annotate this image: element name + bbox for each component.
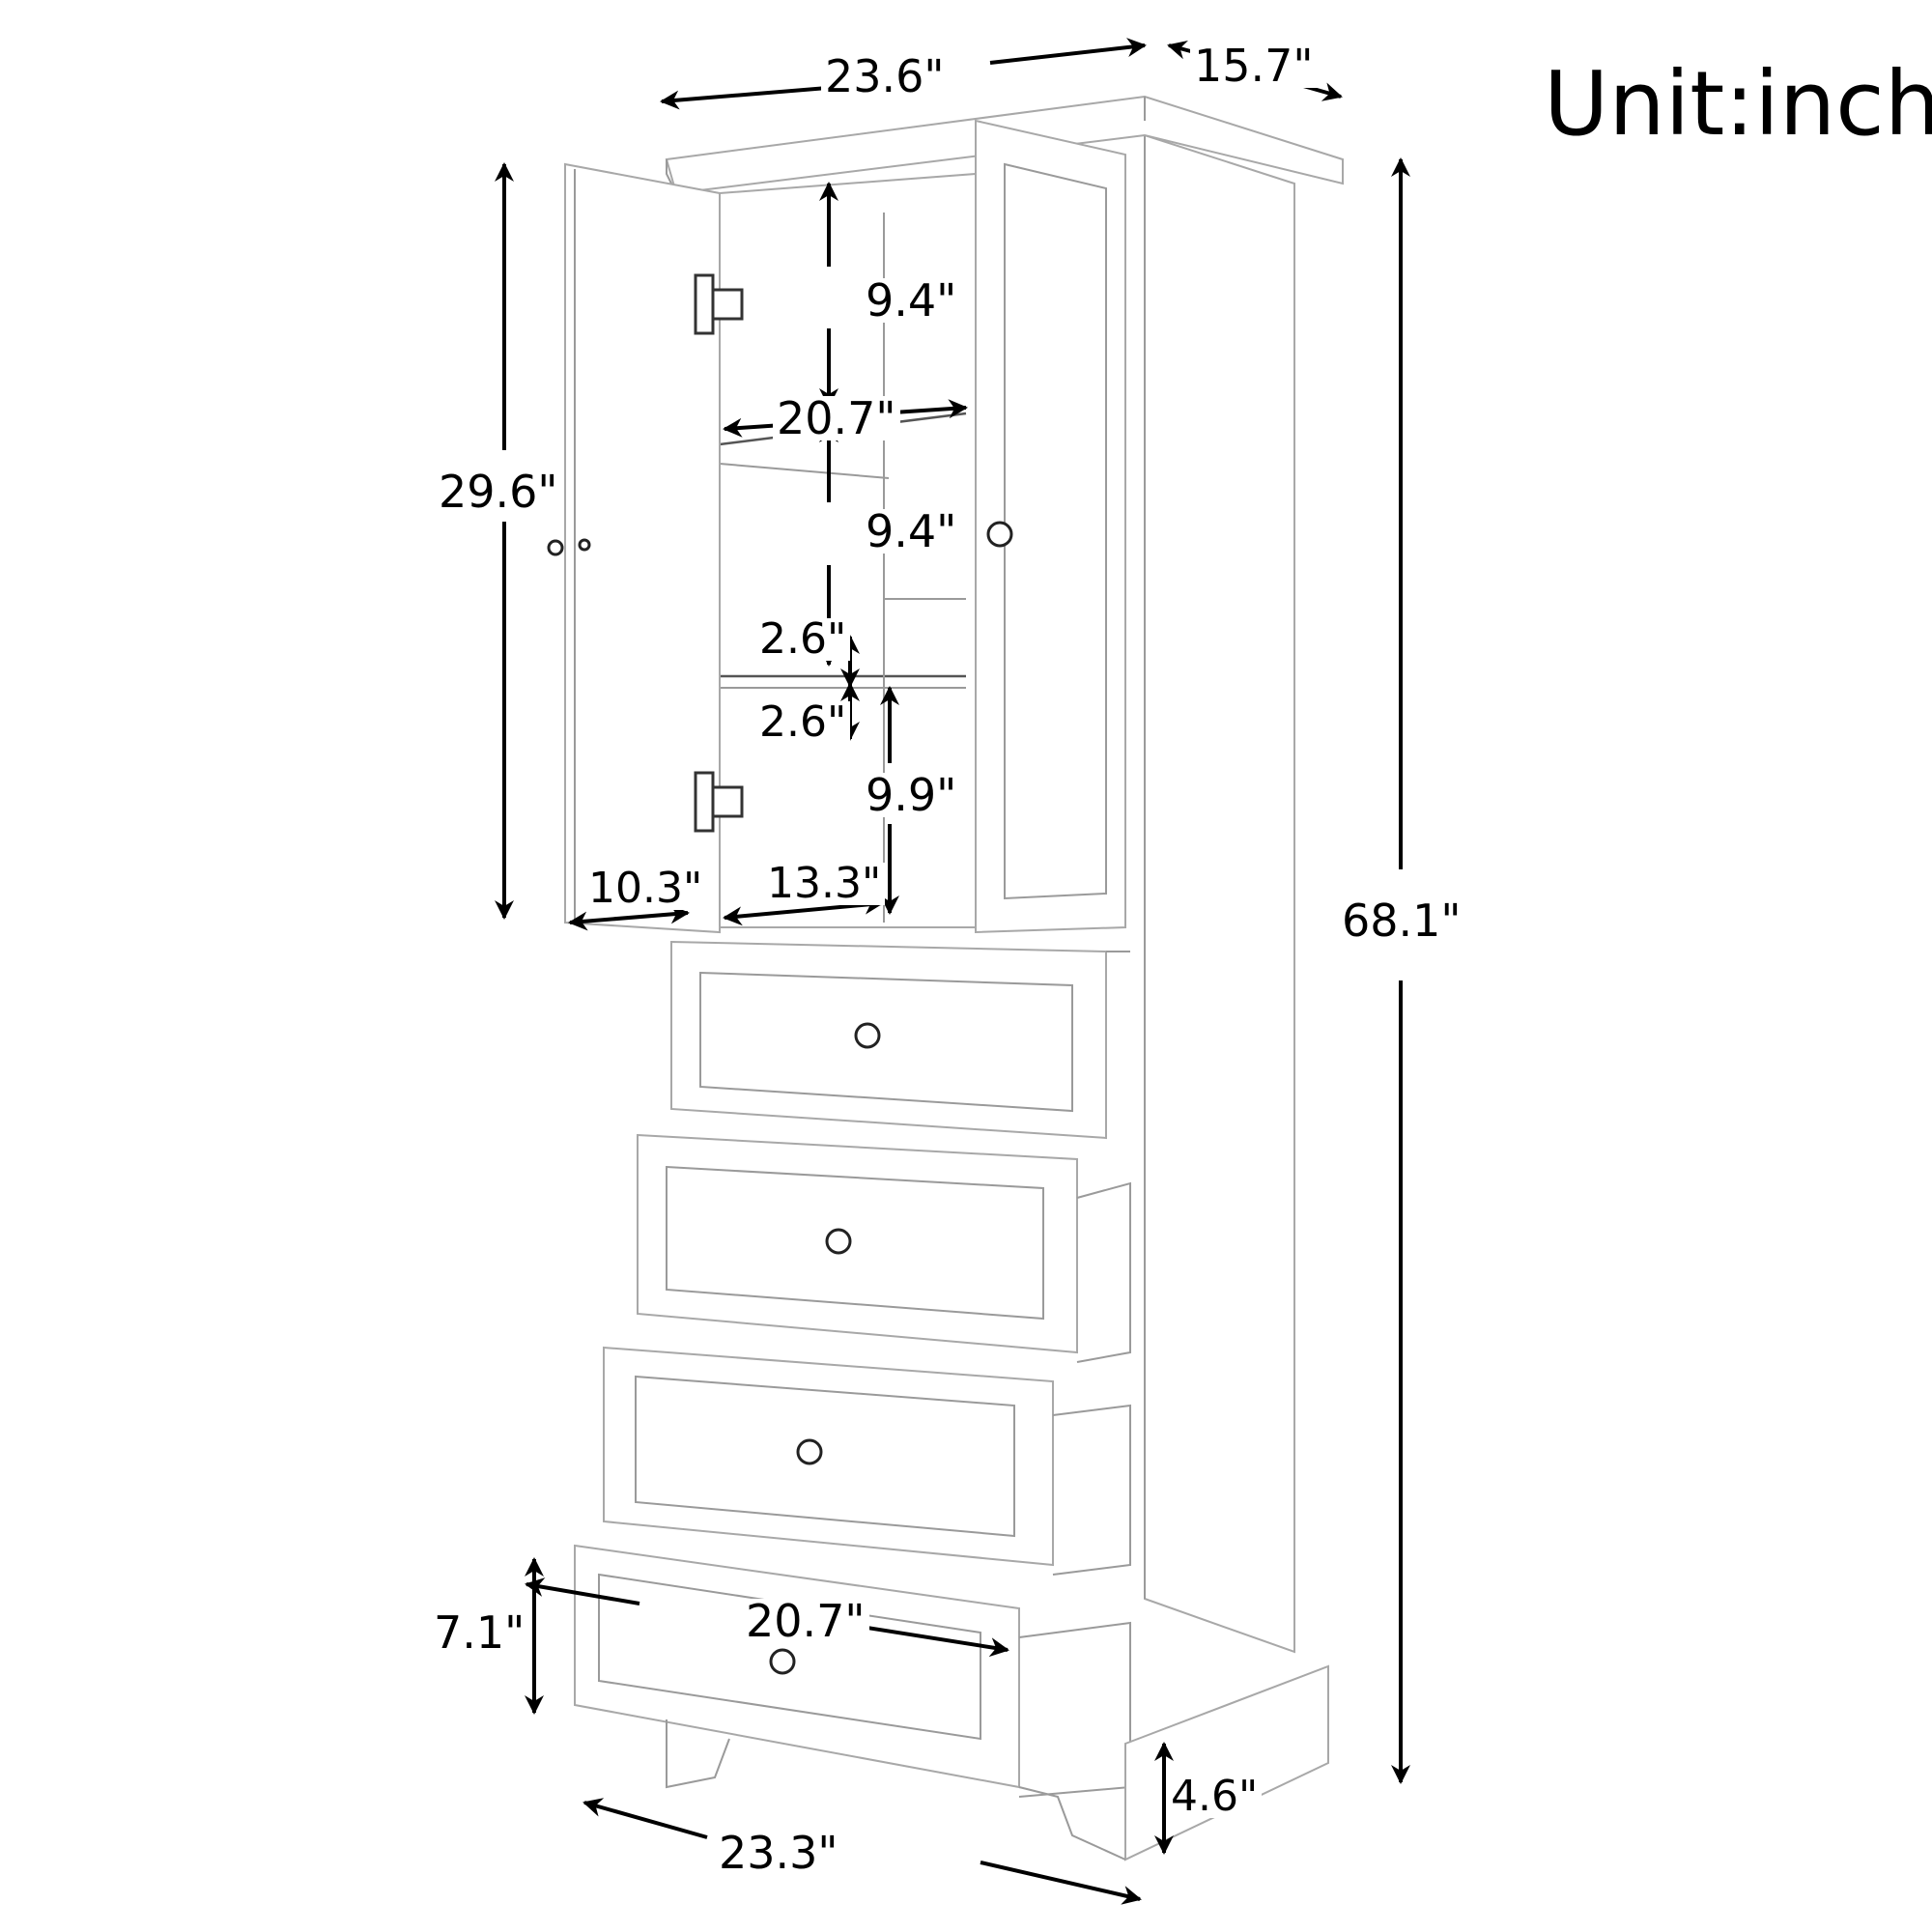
drawer-2 xyxy=(637,1133,1131,1363)
hinge-icon-bottom xyxy=(694,771,744,833)
drawer-4 xyxy=(574,1544,1131,1798)
label-top-width: 23.6" xyxy=(821,54,949,99)
drawer-1 xyxy=(670,940,1130,1140)
label-total-height: 68.1" xyxy=(1338,898,1465,943)
label-door-width: 10.3" xyxy=(584,867,707,910)
label-shelf-gap-top: 9.4" xyxy=(862,278,961,323)
cabinet-side-panel xyxy=(1144,133,1295,1654)
hinge-icon-top xyxy=(694,273,744,335)
label-base-width: 23.3" xyxy=(715,1831,842,1875)
cabinet-base xyxy=(1018,1664,1329,1861)
label-cabinet-height: 29.6" xyxy=(435,469,562,514)
right-door xyxy=(975,119,1126,934)
label-top-depth: 15.7" xyxy=(1190,43,1318,88)
label-shelf-width: 20.7" xyxy=(773,396,900,440)
drawer-3 xyxy=(603,1346,1131,1576)
unit-label: Unit:inch xyxy=(1544,52,1932,156)
label-shelf-adjust-down: 2.6" xyxy=(755,701,851,744)
label-drawer-height: 7.1" xyxy=(430,1610,529,1655)
label-interior-depth: 13.3" xyxy=(763,863,886,905)
left-door xyxy=(547,162,744,934)
label-drawer-width: 20.7" xyxy=(742,1599,869,1643)
label-shelf-adjust-up: 2.6" xyxy=(755,618,851,661)
label-shelf-gap-bottom: 9.9" xyxy=(862,773,961,817)
label-base-height: 4.6" xyxy=(1167,1776,1263,1818)
label-shelf-gap-middle: 9.4" xyxy=(862,509,961,554)
